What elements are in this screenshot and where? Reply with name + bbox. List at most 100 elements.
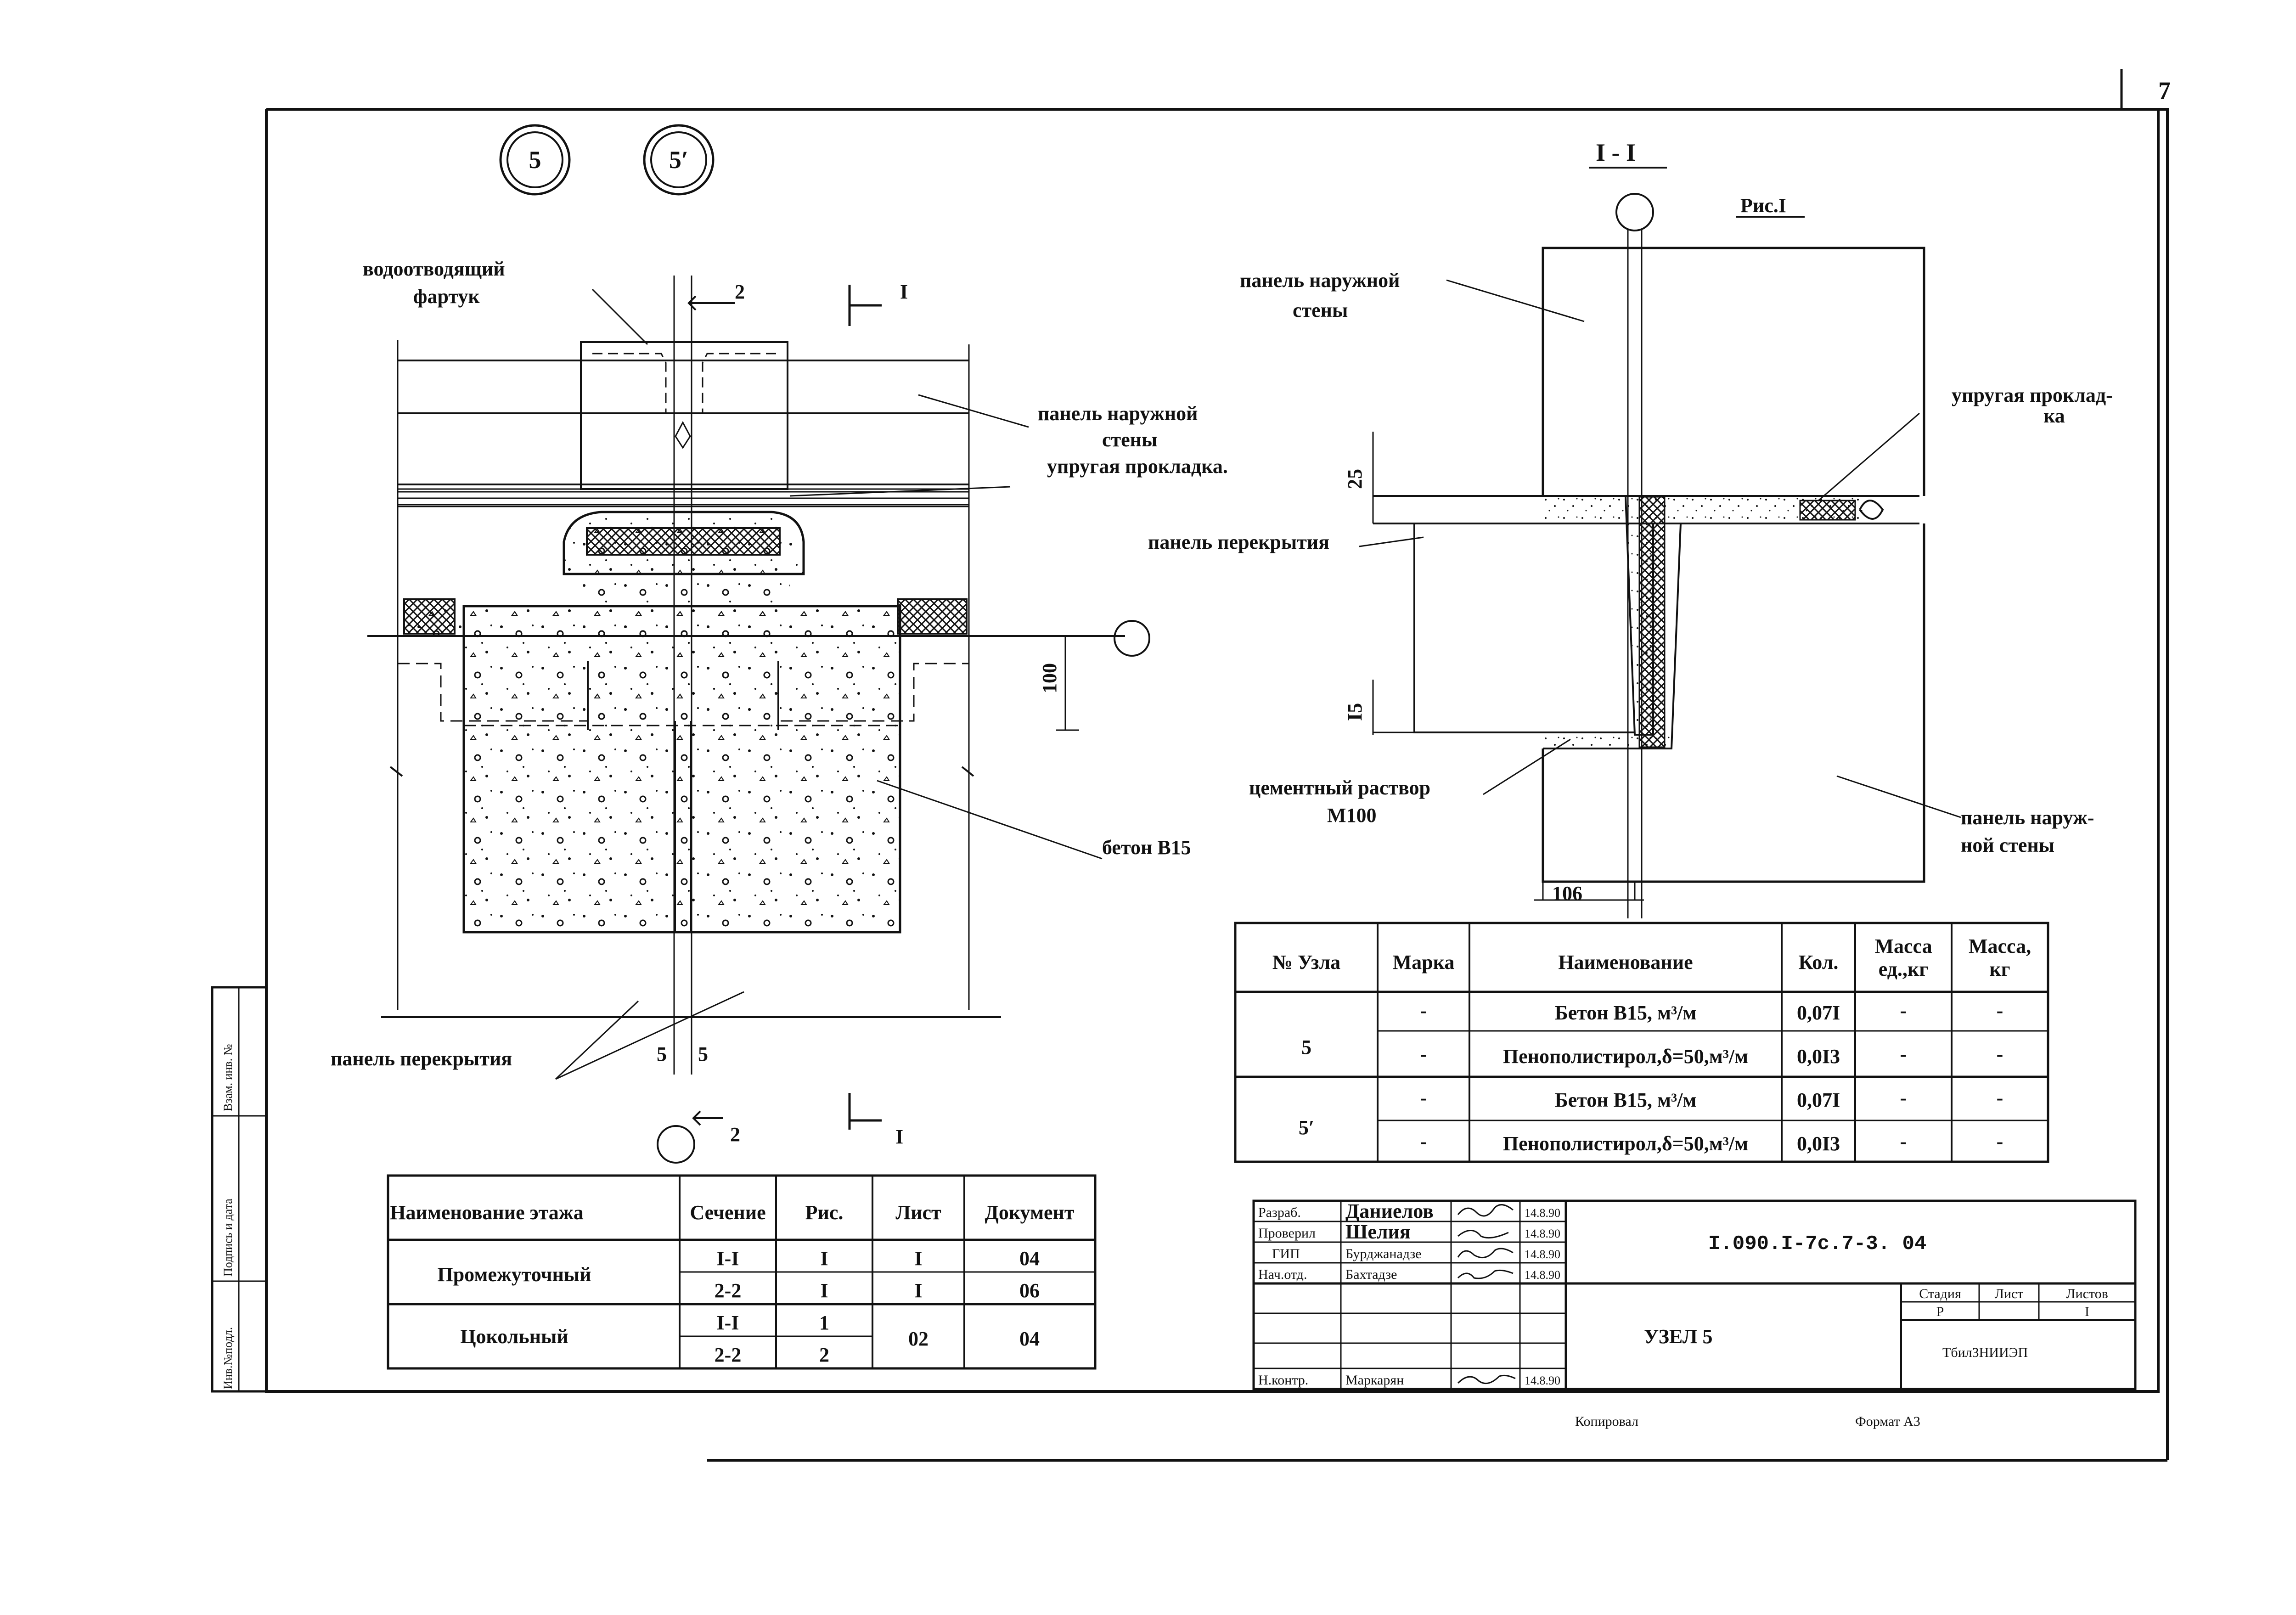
tb-date: 14.8.90 — [1525, 1248, 1560, 1261]
signature-3 — [1457, 1248, 1514, 1259]
signature-4 — [1457, 1269, 1514, 1279]
tb-role: Проверил — [1258, 1226, 1316, 1241]
cut-1-top: I — [900, 281, 908, 303]
spec-h-qty: Кол. — [1799, 951, 1839, 974]
floor-h-section: Сечение — [690, 1201, 765, 1224]
spec-cell: - — [1997, 1130, 2003, 1153]
spec-cell: 0,0I3 — [1797, 1132, 1840, 1155]
label-apron-1: водоотводящий — [363, 258, 505, 280]
spec-cell: - — [1900, 1130, 1907, 1153]
tb-name: Бахтадзе — [1345, 1267, 1397, 1282]
floor-intermediate: Промежуточный — [437, 1263, 591, 1286]
footer-format: Формат А3 — [1855, 1414, 1920, 1429]
drawing-title: УЗЕЛ 5 — [1644, 1325, 1713, 1348]
spec-cell: Пенополистирол,δ=50,м³/м — [1503, 1045, 1748, 1068]
spec-table: № Узла Марка Наименование Кол. Масса ед.… — [1234, 922, 2049, 1163]
tb-role: Разраб. — [1258, 1205, 1301, 1220]
floor-h-name: Наименование этажа — [390, 1201, 583, 1224]
fig-title: Рис.I — [1740, 194, 1786, 217]
spec-cell: Бетон В15, м³/м — [1555, 1002, 1697, 1024]
stamp-signature: Подпись и дата — [221, 1199, 235, 1277]
tb-sheets: I — [2085, 1304, 2089, 1319]
tb-stage-header: Стадия — [1919, 1286, 1961, 1301]
label-mortar-1: цементный раствор — [1249, 777, 1430, 799]
tb-date: 14.8.90 — [1525, 1227, 1560, 1240]
right-gasket — [1799, 500, 1856, 521]
floor-cell: I — [820, 1279, 828, 1302]
label-gasket-r1: упругая проклад- — [1952, 384, 2113, 406]
cut-2-top: 2 — [735, 281, 745, 303]
label-wall-top-2: стены — [1293, 299, 1348, 321]
spec-cell: - — [1420, 999, 1427, 1022]
cut-1-bottom: I — [895, 1125, 903, 1148]
left-dim-100: 100 — [1038, 663, 1061, 693]
insulation-top — [586, 527, 781, 556]
sheet-frame — [265, 108, 2169, 1460]
spec-cell: - — [1900, 1086, 1907, 1109]
left-dim-5b: 5 — [698, 1043, 708, 1065]
tb-stage: Р — [1936, 1304, 1944, 1319]
floor-cell: 06 — [1019, 1279, 1040, 1302]
spec-cell: - — [1420, 1130, 1427, 1153]
floor-cell: 1 — [819, 1311, 829, 1334]
left-axis-marker-right — [1114, 620, 1150, 657]
right-section-view: I - I Рис.I 106 25 I5 — [1148, 139, 2113, 918]
dim-15: I5 — [1344, 703, 1366, 721]
tb-role: ГИП — [1272, 1246, 1300, 1261]
label-gasket: упругая прокладка. — [1047, 455, 1228, 478]
spec-h-mark: Марка — [1393, 951, 1455, 974]
label-wall-top-1: панель наружной — [1240, 269, 1400, 292]
insulation-left — [403, 598, 456, 635]
spec-h-mass-unit-1: Масса — [1874, 935, 1932, 957]
footer-copied: Копировал — [1575, 1414, 1638, 1429]
spec-node-5: 5 — [1301, 1036, 1311, 1058]
org-name: ТбилЗНИИЭП — [1942, 1345, 2028, 1360]
label-gasket-r2: ка — [2043, 405, 2065, 427]
spec-cell: - — [1997, 1043, 2003, 1065]
dim-25: 25 — [1344, 469, 1366, 489]
title-block: Разраб. Проверил ГИП Нач.отд. Н.контр. Д… — [1252, 1199, 2137, 1390]
label-wall-bot-2: ной стены — [1961, 834, 2054, 856]
svg-text:5′: 5′ — [669, 146, 688, 174]
spec-h-mass-1: Масса, — [1969, 935, 2031, 957]
page-number: 7 — [2158, 77, 2171, 104]
lower-wall-panel — [1542, 523, 1925, 883]
node-marker-5-prime: 5′ — [643, 124, 715, 196]
left-axis-marker-bottom — [657, 1125, 695, 1164]
floor-cell: 04 — [1019, 1247, 1040, 1270]
floor-cell: I-I — [717, 1311, 739, 1334]
tb-name: Маркарян — [1345, 1373, 1404, 1388]
tb-date: 14.8.90 — [1525, 1374, 1560, 1387]
insulation-right — [897, 598, 968, 635]
floor-cell: 2-2 — [715, 1344, 742, 1366]
label-concrete: бетон В15 — [1102, 836, 1191, 859]
svg-text:5: 5 — [529, 146, 541, 174]
tb-name: Даниелов — [1345, 1200, 1434, 1222]
floor-cell: I — [914, 1247, 922, 1270]
section-title: I - I — [1596, 139, 1636, 166]
spec-h-mass-unit-2: ед.,кг — [1879, 958, 1929, 980]
left-dim-5a: 5 — [657, 1043, 667, 1065]
spec-cell: Бетон В15, м³/м — [1555, 1089, 1697, 1111]
spec-cell: - — [1420, 1086, 1427, 1109]
label-floor-panel: панель перекрытия — [331, 1047, 512, 1070]
tb-sheet-header: Лист — [1995, 1286, 2024, 1301]
dim-106: 106 — [1552, 882, 1582, 905]
spec-h-name: Наименование — [1558, 951, 1693, 974]
floor-cell: 02 — [908, 1328, 929, 1350]
tb-role: Нач.отд. — [1258, 1267, 1307, 1282]
signature-5 — [1457, 1374, 1516, 1384]
floor-cell: I-I — [717, 1247, 739, 1270]
label-wall-1: панель наружной — [1038, 402, 1198, 425]
tb-name: Бурджанадзе — [1345, 1246, 1422, 1261]
floor-h-doc: Документ — [985, 1201, 1075, 1224]
left-detail-view: 100 5 5 2 I 2 I водоотводящий фартук пан… — [331, 258, 1228, 1164]
label-wall-bot-1: панель наруж- — [1961, 806, 2094, 829]
spec-cell: 0,07I — [1797, 1089, 1840, 1111]
signature-1 — [1457, 1204, 1514, 1217]
stamp-replacement: Взам. инв. № — [221, 1044, 235, 1111]
tb-date: 14.8.90 — [1525, 1206, 1560, 1220]
spec-cell: - — [1900, 999, 1907, 1022]
